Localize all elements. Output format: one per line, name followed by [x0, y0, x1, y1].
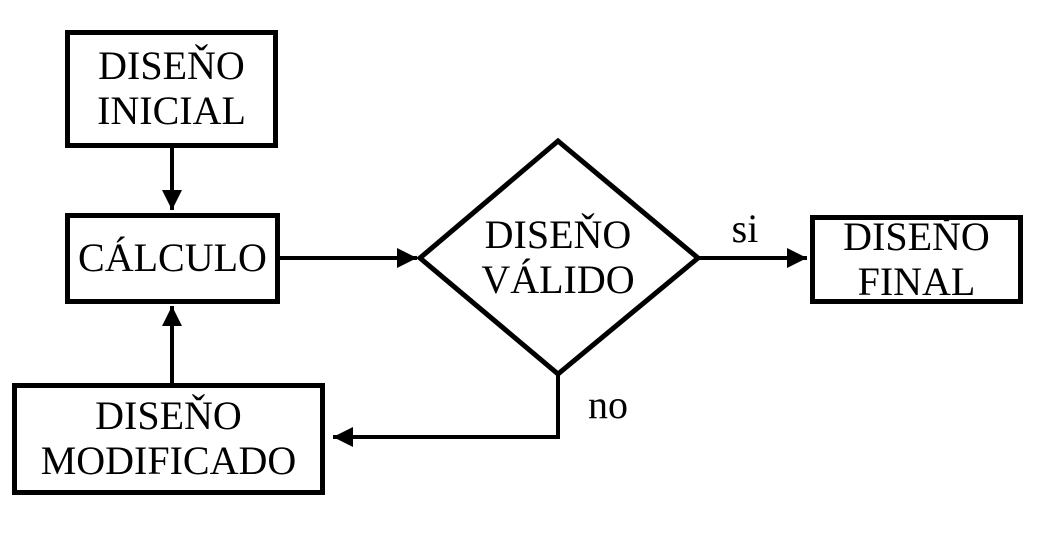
node-calculo-label: CÁLCULO: [78, 235, 267, 281]
decision-diseno-valido: DISEŇO VÁLIDO: [418, 197, 698, 319]
node-diseno-inicial-label: DISEŇO INICIAL: [97, 43, 246, 133]
node-diseno-inicial: DISEŇO INICIAL: [65, 30, 278, 148]
node-diseno-modificado: DISEŇO MODIFICADO: [12, 383, 325, 495]
node-diseno-final-label: DISEŇO FINAL: [843, 213, 990, 304]
node-diseno-final: DISEŇO FINAL: [810, 213, 1023, 304]
node-diseno-modificado-label: DISEŇO MODIFICADO: [40, 393, 297, 483]
node-calculo: CÁLCULO: [65, 213, 280, 304]
arrow-valido-to-modificado: [333, 372, 560, 447]
edge-label-no-text: no: [588, 381, 628, 427]
decision-diseno-valido-label: DISEŇO VÁLIDO: [481, 212, 635, 302]
edge-label-si: si: [712, 206, 778, 252]
edge-label-si-text: si: [731, 205, 759, 251]
edge-label-no: no: [577, 382, 639, 428]
